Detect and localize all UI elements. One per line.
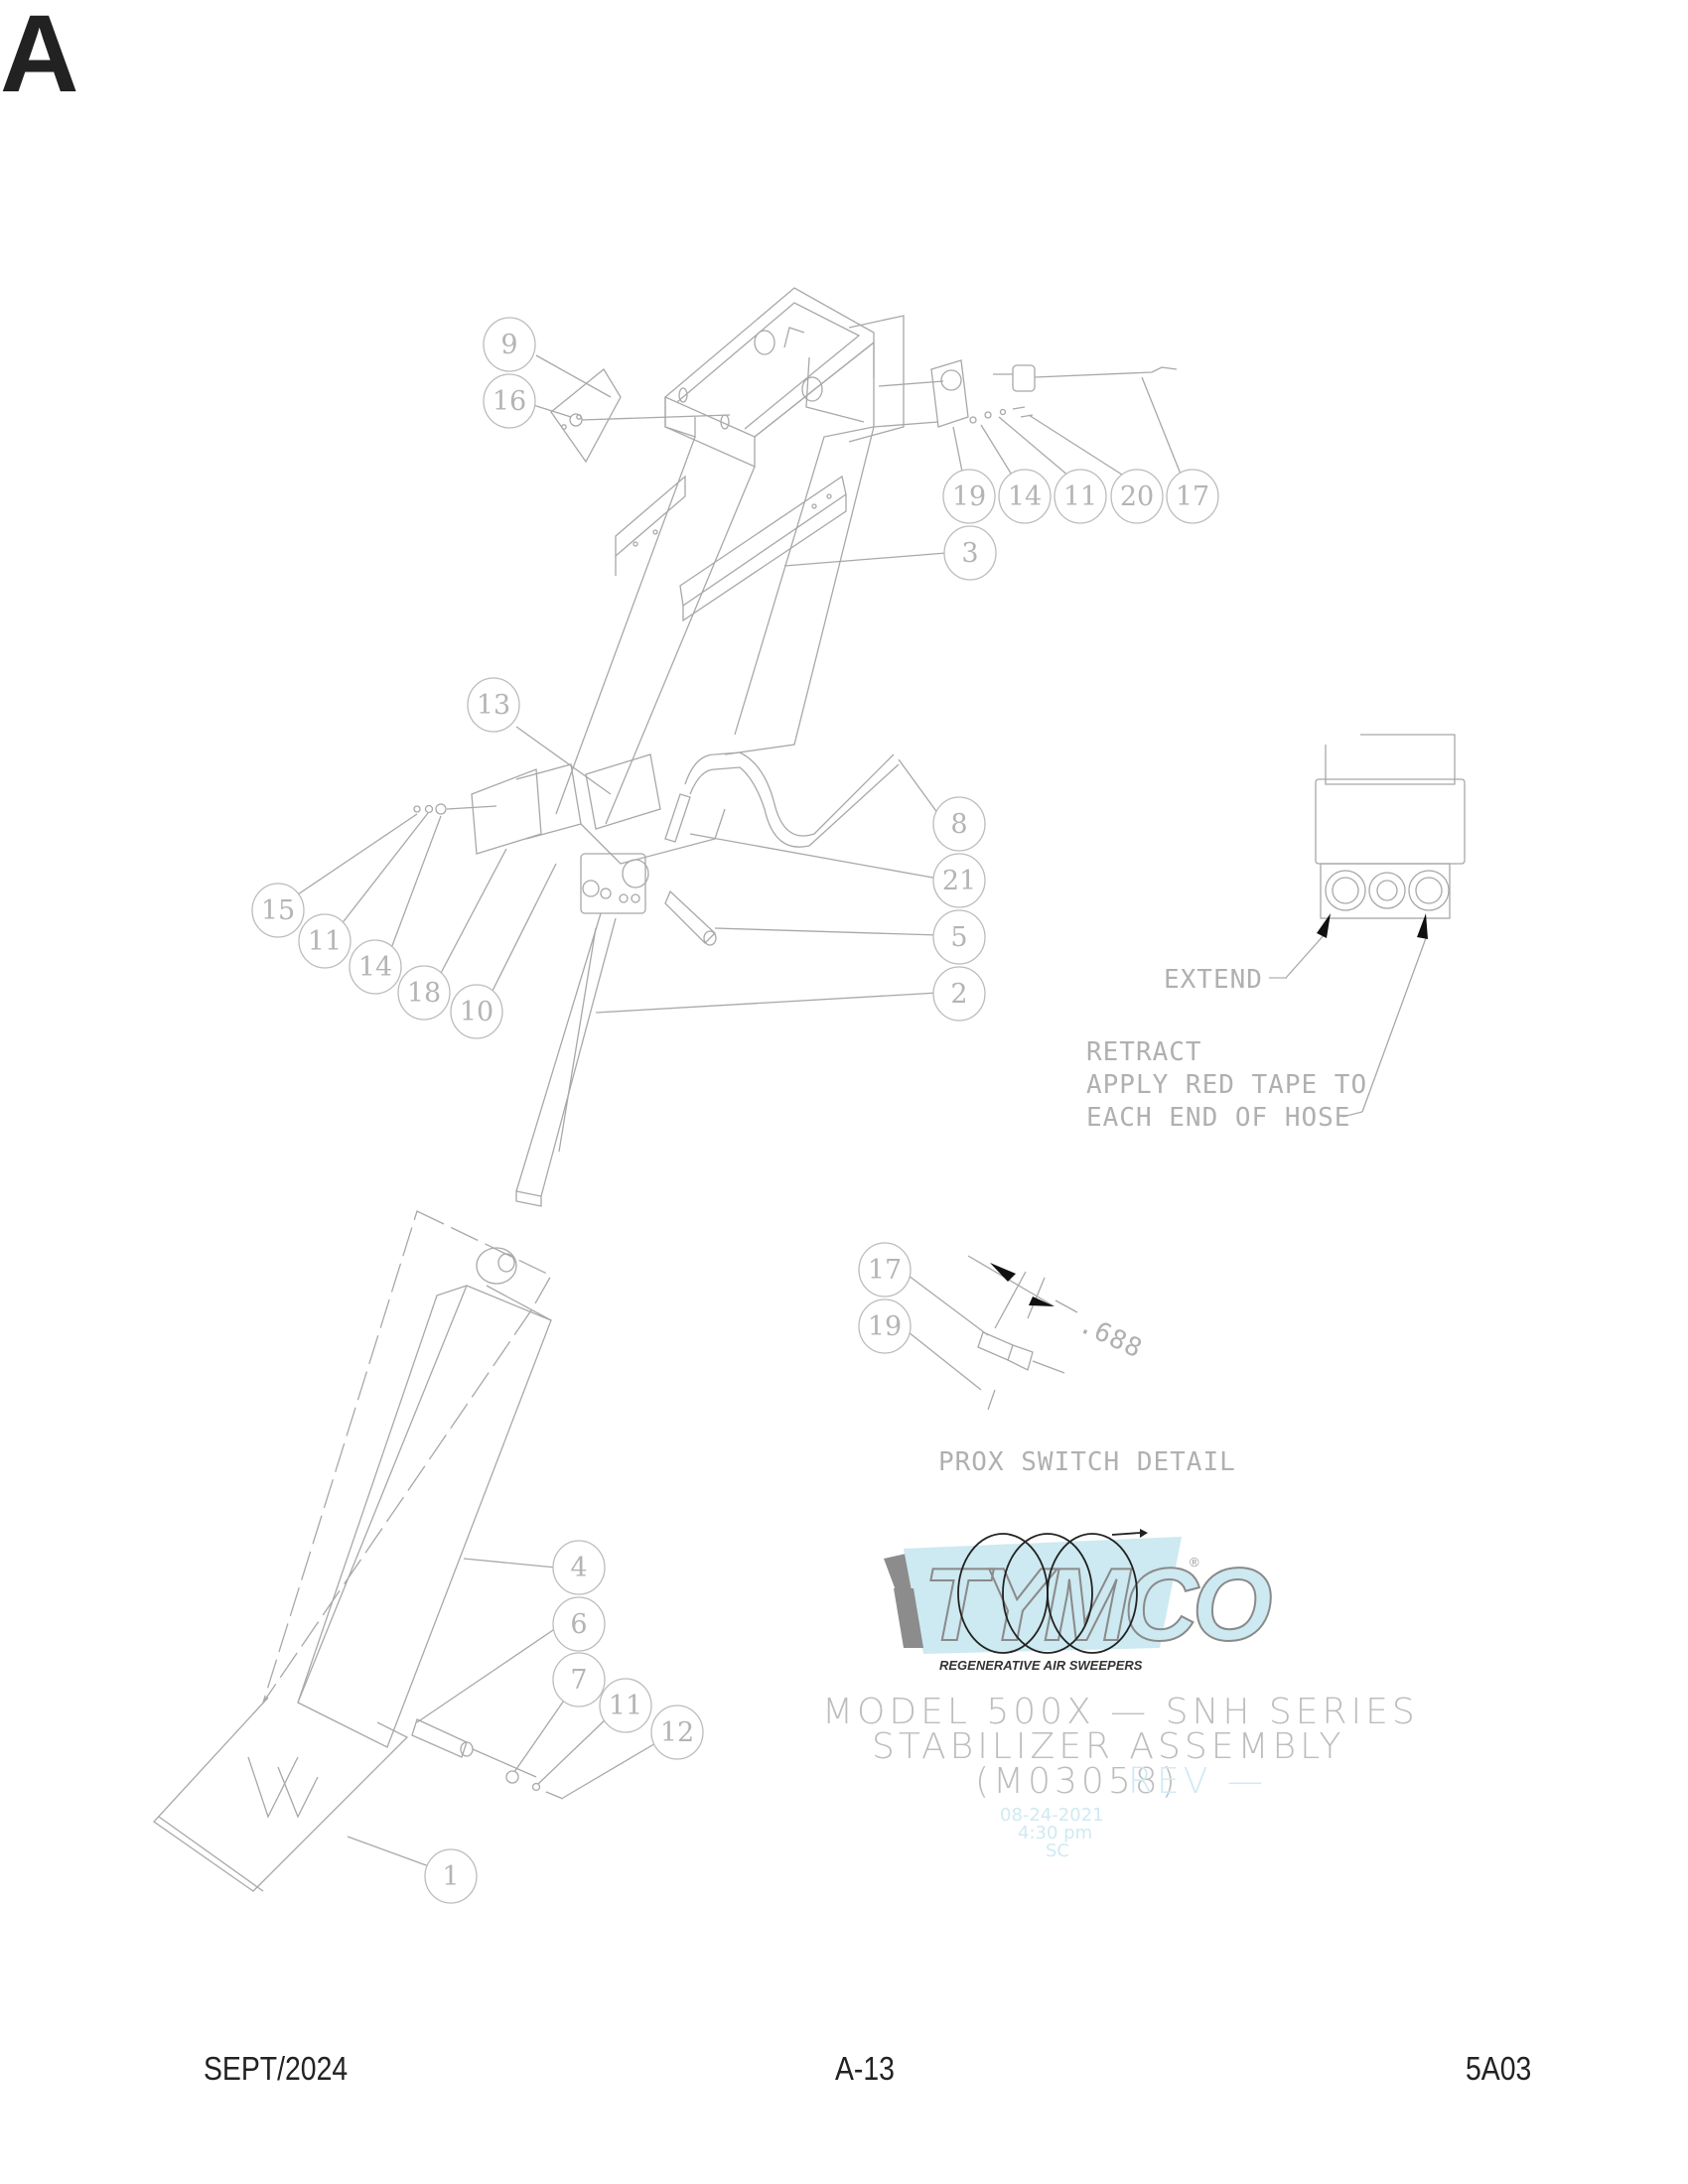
item-balloon-17d: 17	[858, 1242, 912, 1297]
item-balloon-9: 9	[483, 317, 536, 372]
balloon-label: 8	[950, 809, 967, 840]
item-balloon-2: 2	[932, 966, 986, 1022]
balloon-label: 14	[1008, 481, 1042, 512]
item-balloon-17: 17	[1166, 469, 1219, 524]
balloon-label: 11	[1063, 481, 1097, 512]
balloon-label: 20	[1120, 481, 1154, 512]
item-balloon-6: 6	[552, 1596, 606, 1652]
balloon-label: 19	[952, 481, 986, 512]
item-balloon-8: 8	[932, 796, 986, 852]
balloon-label: 3	[961, 538, 978, 569]
footer-date: SEPT/2024	[204, 2050, 349, 2087]
balloon-label: 11	[308, 926, 342, 957]
item-balloon-5: 5	[932, 909, 986, 965]
balloon-label: 2	[950, 979, 967, 1010]
item-balloon-18: 18	[397, 965, 451, 1021]
balloon-label: 15	[261, 895, 295, 926]
footer-page-number: A-13	[835, 2050, 895, 2087]
section-letter: A	[0, 0, 79, 115]
item-balloon-20: 20	[1110, 469, 1164, 524]
balloon-label: 16	[492, 386, 526, 417]
tymco-logo: TYMCO ® REGENERATIVE AIR SWEEPERS	[884, 1529, 1279, 1673]
item-balloon-10: 10	[450, 984, 503, 1039]
balloon-label: 11	[609, 1691, 642, 1721]
item-balloon-14: 14	[998, 469, 1052, 524]
item-balloon-11: 11	[1054, 469, 1107, 524]
balloon-label: 17	[1176, 481, 1209, 512]
item-balloon-14b: 14	[349, 939, 402, 995]
stamp-time: 4:30 pm	[1018, 1823, 1092, 1843]
drawing-title-block: MODEL 500X — SNH SERIES STABILIZER ASSEM…	[822, 1692, 1419, 1861]
balloon-label: 14	[358, 952, 392, 983]
footer-doc-code: 5A03	[1466, 2050, 1532, 2087]
item-balloon-7: 7	[552, 1652, 606, 1707]
stabilizer-mast-linework	[153, 287, 1466, 1892]
registered-mark: ®	[1190, 1555, 1199, 1570]
balloon-label: 1	[442, 1861, 459, 1892]
item-balloon-12: 12	[650, 1705, 704, 1760]
balloon-label: 5	[950, 922, 967, 953]
logo-wordmark: TYMCO	[923, 1548, 1272, 1663]
valve-callout-notes: EXTEND RETRACT APPLY RED TAPE TO EACH EN…	[1086, 965, 1367, 1133]
item-balloon-3: 3	[943, 525, 997, 581]
item-balloon-15: 15	[251, 883, 305, 938]
red-tape-note-line2: EACH END OF HOSE	[1086, 1103, 1350, 1133]
stamp-initials: SC	[1046, 1841, 1069, 1861]
prox-detail-caption: PROX SWITCH DETAIL	[938, 1447, 1236, 1477]
model-line: MODEL 500X — SNH SERIES	[822, 1692, 1419, 1732]
balloon-label: 21	[942, 866, 976, 896]
part-number: (M03058)	[975, 1761, 1180, 1802]
balloon-label: 6	[570, 1609, 587, 1640]
revision: REV —	[1128, 1761, 1267, 1802]
item-balloon-11b: 11	[298, 913, 352, 969]
assembly-name: STABILIZER ASSEMBLY	[872, 1726, 1344, 1767]
item-balloon-13: 13	[467, 677, 520, 733]
item-balloon-16: 16	[483, 373, 536, 429]
prox-switch-detail: .688 PROX SWITCH DETAIL	[938, 1309, 1236, 1477]
balloon-label: 17	[868, 1255, 902, 1286]
balloon-label: 7	[570, 1665, 587, 1696]
item-balloon-19: 19	[942, 469, 996, 524]
item-balloon-19d: 19	[858, 1298, 912, 1354]
logo-tagline: REGENERATIVE AIR SWEEPERS	[939, 1658, 1143, 1673]
item-balloon-21: 21	[932, 853, 986, 908]
balloon-label: 18	[407, 978, 441, 1009]
balloon-label: 4	[570, 1553, 587, 1583]
balloon-label: 10	[460, 997, 493, 1027]
red-tape-note-line1: APPLY RED TAPE TO	[1086, 1070, 1367, 1100]
dimension-arrowheads	[990, 913, 1428, 1306]
retract-note: RETRACT	[1086, 1037, 1202, 1067]
balloon-label: 19	[868, 1311, 902, 1342]
item-balloon-11c: 11	[599, 1678, 652, 1733]
stamp-date: 08-24-2021	[1000, 1805, 1104, 1826]
item-balloon-1: 1	[424, 1848, 478, 1904]
extend-note: EXTEND	[1164, 965, 1263, 995]
item-balloon-4: 4	[552, 1540, 606, 1595]
balloon-label: 12	[660, 1717, 694, 1748]
balloon-label: 13	[477, 690, 510, 721]
balloon-label: 9	[500, 330, 517, 360]
dimension-value: .688	[1074, 1309, 1147, 1364]
